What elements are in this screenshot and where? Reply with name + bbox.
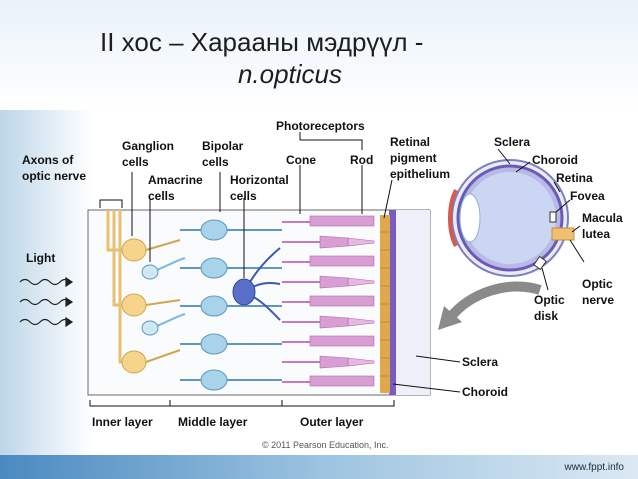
choroid-layer <box>389 210 396 395</box>
rod-row <box>282 295 375 307</box>
label-ganglion-line1: Ganglion <box>122 139 174 153</box>
bipolar-cell <box>180 333 282 355</box>
label-macula-line1: Macula <box>582 211 623 225</box>
label-outer-layer: Outer layer <box>300 415 364 429</box>
eyeball <box>448 159 575 277</box>
cone-row <box>282 315 375 329</box>
cone-row <box>282 235 375 249</box>
horizontal-cell <box>232 247 281 321</box>
label-middle-layer: Middle layer <box>178 415 248 429</box>
label-choroid-eye: Choroid <box>532 153 578 167</box>
label-cone: Cone <box>286 153 316 167</box>
cone-row <box>282 275 375 289</box>
label-bipolar-line1: Bipolar <box>202 139 244 153</box>
label-photoreceptors: Photoreceptors <box>276 119 365 133</box>
label-optic-disk-line1: Optic <box>534 293 565 307</box>
rod-row <box>282 255 375 267</box>
label-rpe-line1: Retinal <box>390 135 430 149</box>
title-line-2: n.opticus <box>237 59 343 89</box>
label-axons-line2: optic nerve <box>22 169 86 183</box>
label-rpe-line2: pigment <box>390 151 437 165</box>
bipolar-cell <box>180 295 282 317</box>
label-amacrine-line2: cells <box>148 189 175 203</box>
rod-row <box>282 335 375 347</box>
label-rod: Rod <box>350 153 373 167</box>
label-retina: Retina <box>556 171 593 185</box>
ganglion-cell <box>118 210 181 374</box>
bipolar-cell <box>180 369 282 391</box>
label-fovea: Fovea <box>570 189 605 203</box>
label-bipolar-line2: cells <box>202 155 229 169</box>
label-optic-nerve-line1: Optic <box>582 277 613 291</box>
label-axons-line1: Axons of <box>22 153 74 167</box>
label-macula-line2: lutea <box>582 227 610 241</box>
rod-row <box>282 375 375 387</box>
layer-brackets <box>89 400 395 407</box>
copyright-text: © 2011 Pearson Education, Inc. <box>262 440 389 450</box>
label-inner-layer: Inner layer <box>92 415 153 429</box>
amacrine-cells <box>141 257 186 336</box>
light-waves <box>19 276 74 328</box>
ganglion-cells <box>106 210 181 374</box>
label-horizontal-line2: cells <box>230 189 257 203</box>
zoom-arrow <box>446 281 542 322</box>
label-optic-disk-line2: disk <box>534 309 558 323</box>
label-sclera: Sclera <box>462 355 498 369</box>
bipolar-cells <box>180 219 282 391</box>
bipolar-cell <box>180 219 282 241</box>
rod-row <box>282 215 375 227</box>
label-choroid: Choroid <box>462 385 508 399</box>
label-rpe-line3: epithelium <box>390 167 450 181</box>
footer-bar <box>0 455 638 479</box>
background-top-gradient <box>0 0 638 110</box>
leader-lines <box>99 132 585 393</box>
photoreceptor-cells <box>282 215 375 387</box>
footer-url: www.fppt.info <box>564 462 624 473</box>
label-amacrine-line1: Amacrine <box>148 173 203 187</box>
label-horizontal-line1: Horizontal <box>230 173 289 187</box>
label-optic-nerve-line2: nerve <box>582 293 614 307</box>
zoom-arrow-head <box>438 306 462 330</box>
title-line-1: II хос – Харааны мэдрүүл - <box>100 27 424 57</box>
slide-title: II хос – Харааны мэдрүүл - n.opticus <box>100 26 560 90</box>
pigment-cells <box>380 231 390 377</box>
ganglion-cell <box>112 210 181 317</box>
label-sclera-eye: Sclera <box>494 135 530 149</box>
label-light: Light <box>26 251 55 265</box>
cone-row <box>282 355 375 369</box>
sclera-layer <box>395 210 430 395</box>
bipolar-cell <box>180 257 282 279</box>
label-ganglion-line2: cells <box>122 155 149 169</box>
